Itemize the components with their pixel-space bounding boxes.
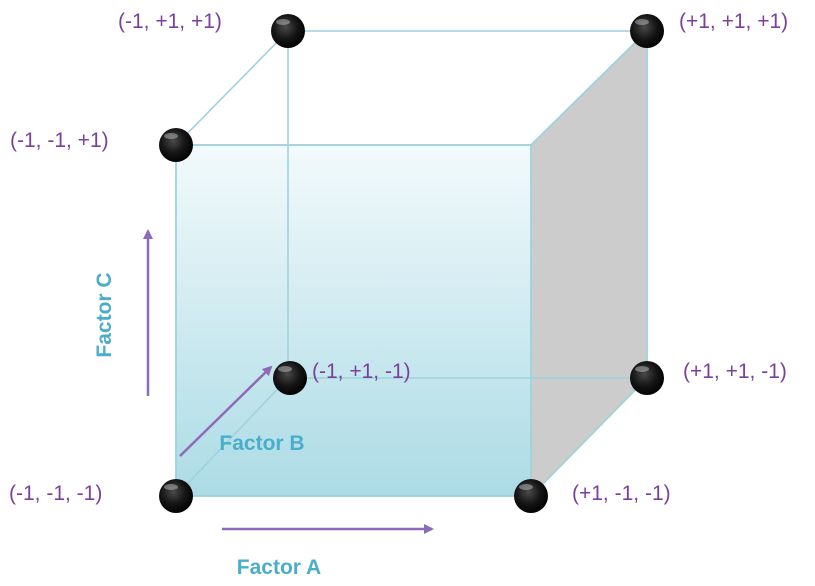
front-face — [176, 145, 531, 496]
factor-c-label: Factor C — [93, 272, 116, 357]
factor-labels: Factor A Factor B Factor C — [93, 272, 321, 579]
edge-top-right-depth — [530, 30, 648, 146]
front-edges — [175, 30, 648, 497]
factor-a-label: Factor A — [237, 556, 321, 579]
label-front-top-left: (-1, -1, +1) — [10, 129, 109, 152]
label-back-bottom-right: (+1, +1, -1) — [683, 360, 787, 383]
edge-front-square — [175, 144, 532, 497]
label-front-bottom-left: (-1, -1, -1) — [9, 482, 102, 505]
factor-b-label: Factor B — [219, 432, 304, 455]
back-edges — [175, 30, 647, 497]
vertex-back-top-left — [271, 14, 305, 48]
factor-arrows — [143, 229, 434, 534]
vertex-front-top-left — [159, 128, 193, 162]
label-back-top-right: (+1, +1, +1) — [679, 10, 788, 33]
factor-b-arrow — [179, 365, 273, 457]
edge-bottom-right-depth — [530, 377, 648, 497]
edge-bottom-left-depth — [175, 377, 289, 497]
label-front-bottom-right: (+1, -1, -1) — [572, 482, 671, 505]
vertex-back-top-right — [630, 14, 664, 48]
edge-top-left-depth — [175, 30, 289, 146]
label-back-bottom-left: (-1, +1, -1) — [312, 360, 411, 383]
vertex-back-bottom-right — [630, 361, 664, 395]
label-back-top-left: (-1, +1, +1) — [118, 10, 222, 33]
vertex-front-bottom-right — [514, 479, 548, 513]
vertex-back-bottom-left — [273, 361, 307, 395]
right-face — [531, 31, 647, 496]
corner-labels: (-1, +1, +1) (+1, +1, +1) (-1, -1, +1) (… — [9, 10, 788, 505]
vertex-front-bottom-left — [159, 479, 193, 513]
vertices — [159, 14, 664, 513]
